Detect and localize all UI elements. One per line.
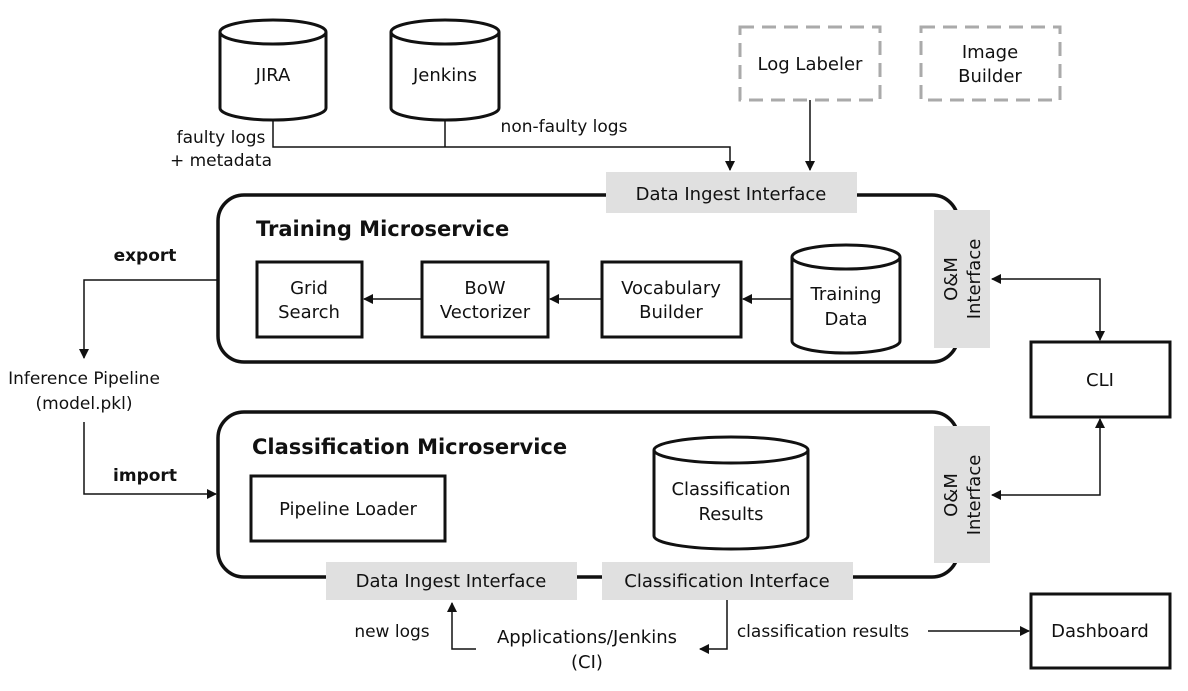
classification-results-db-label-line2: Results [699, 504, 764, 525]
training-data-label-line2: Data [825, 309, 868, 330]
new-logs-label: new logs [354, 622, 429, 642]
training-data-database: Training Data [790, 243, 902, 355]
training-microservice-title: Training Microservice [256, 217, 509, 241]
classification-data-ingest-interface [326, 562, 577, 600]
grid-search-box [255, 260, 364, 339]
image-builder-label-line2: Builder [958, 66, 1022, 87]
bow-vectorizer-label-line2: Vectorizer [440, 302, 531, 323]
logs-to-ingest-connector [272, 120, 735, 171]
jira-label: JIRA [255, 65, 291, 86]
export-arrow [79, 279, 218, 359]
classification-results-database: Classification Results [652, 435, 810, 551]
new-logs-arrow [447, 602, 476, 650]
jira-database: JIRA [218, 18, 328, 122]
training-om-label-line2: Interface [964, 239, 985, 320]
vocabulary-builder-label-line1: Vocabulary [621, 278, 721, 299]
import-arrow [83, 422, 217, 499]
bow-vectorizer-label-line1: BoW [464, 278, 505, 299]
classification-interface [602, 562, 853, 600]
inference-pipeline-label-line2: (model.pkl) [36, 394, 133, 414]
dashboard-label: Dashboard [1051, 621, 1149, 642]
export-label: export [114, 246, 177, 266]
jenkins-label: Jenkins [412, 65, 477, 86]
pipeline-loader-box [249, 474, 447, 543]
classification-output-arrow [699, 600, 728, 654]
vocabulary-builder-box [600, 260, 743, 339]
grid-search-label-line1: Grid [290, 278, 328, 299]
pipeline-loader-label: Pipeline Loader [279, 499, 417, 520]
applications-label-line2: (CI) [571, 652, 603, 673]
classification-data-ingest-label: Data Ingest Interface [356, 571, 547, 592]
classification-om-label-line1: O&M [941, 473, 962, 517]
import-label: import [113, 466, 177, 486]
applications-label-line1: Applications/Jenkins [497, 627, 677, 648]
training-om-cli-connector [991, 274, 1105, 341]
image-builder-box [919, 25, 1062, 102]
cli-label: CLI [1086, 370, 1114, 391]
classification-om-interface [934, 426, 990, 563]
faulty-logs-label-line2: + metadata [170, 151, 272, 171]
grid-search-label-line2: Search [278, 302, 340, 323]
classification-microservice-title: Classification Microservice [252, 435, 567, 459]
classification-results-db-label-line1: Classification [671, 479, 790, 500]
classification-interface-label: Classification Interface [624, 571, 829, 592]
training-om-label-line1: O&M [941, 257, 962, 301]
bow-vectorizer-box [420, 260, 550, 339]
training-data-label-line1: Training [809, 284, 881, 305]
log-labeler-box [738, 25, 882, 102]
classification-results-edge-label: classification results [737, 622, 909, 642]
training-data-ingest-interface [606, 172, 857, 213]
training-data-ingest-label: Data Ingest Interface [636, 184, 827, 205]
jenkins-database: Jenkins [389, 18, 501, 122]
training-om-interface [934, 210, 990, 348]
log-labeler-label: Log Labeler [758, 54, 864, 75]
classification-om-cli-connector [991, 418, 1105, 500]
dashboard-box [1029, 592, 1172, 670]
non-faulty-logs-label: non-faulty logs [501, 117, 628, 137]
image-builder-label-line1: Image [962, 42, 1018, 63]
vocabulary-builder-label-line2: Builder [639, 302, 703, 323]
inference-pipeline-label-line1: Inference Pipeline [8, 369, 160, 389]
cli-box [1029, 340, 1172, 419]
classification-om-label-line2: Interface [964, 455, 985, 536]
faulty-logs-label-line1: faulty logs [177, 128, 266, 148]
